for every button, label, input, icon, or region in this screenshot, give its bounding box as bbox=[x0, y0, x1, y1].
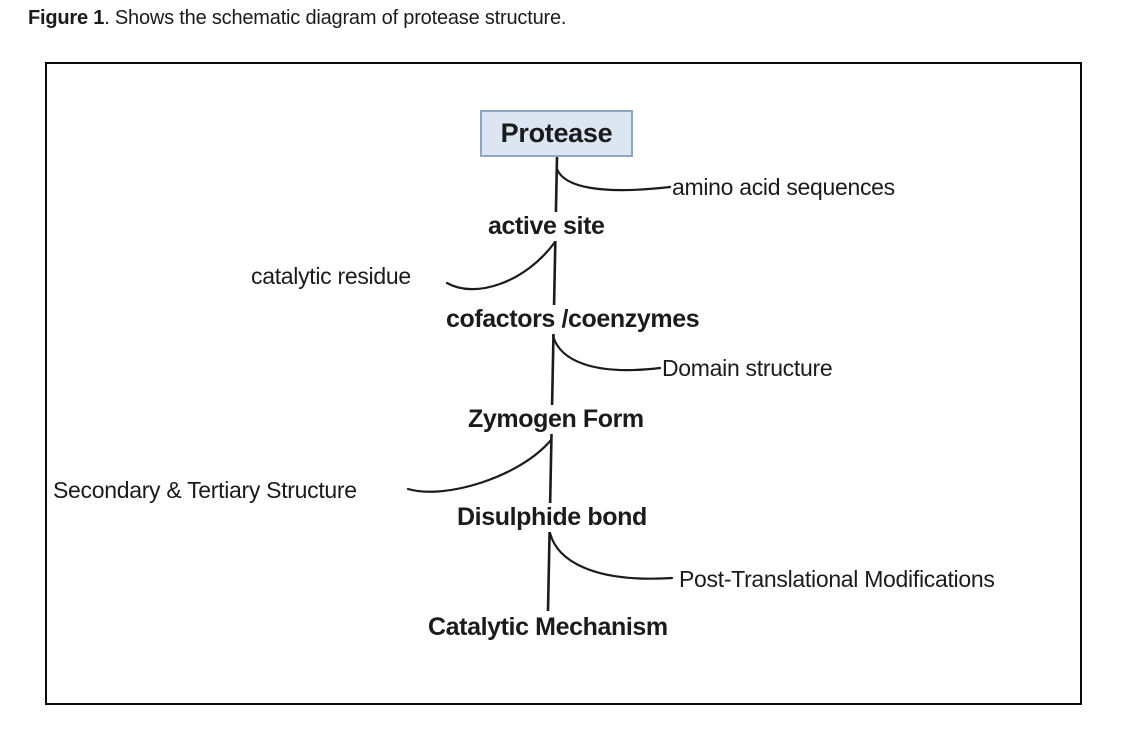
node-active-site: active site bbox=[485, 212, 608, 241]
branch-label-catalytic-residue: catalytic residue bbox=[251, 263, 411, 289]
node-catalytic-mechanism: Catalytic Mechanism bbox=[425, 613, 671, 642]
branch-label-domain-structure: Domain structure bbox=[662, 355, 833, 381]
branch-label-amino-acid-sequences: amino acid sequences bbox=[672, 174, 895, 200]
root-node-label: Protease bbox=[500, 118, 613, 148]
branch-label-post-translational-modifications: Post-Translational Modifications bbox=[679, 566, 995, 592]
node-zymogen-form: Zymogen Form bbox=[465, 405, 647, 434]
figure-caption: Figure 1. Shows the schematic diagram of… bbox=[28, 7, 566, 30]
figure-label: Figure 1 bbox=[28, 7, 105, 29]
figure-caption-text: . Shows the schematic diagram of proteas… bbox=[104, 7, 567, 29]
node-cofactors-coenzymes: cofactors /coenzymes bbox=[443, 305, 703, 334]
diagram-frame bbox=[45, 62, 1082, 705]
branch-label-secondary-tertiary-structure: Secondary & Tertiary Structure bbox=[53, 477, 357, 503]
node-disulphide-bond: Disulphide bond bbox=[454, 503, 650, 532]
root-node-protease: Protease bbox=[480, 110, 633, 157]
